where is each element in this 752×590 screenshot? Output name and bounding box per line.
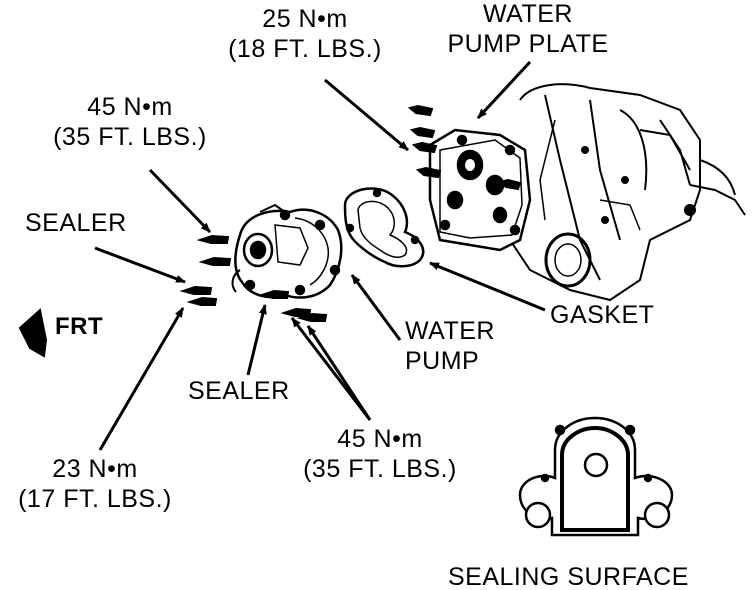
label-frt: FRT	[55, 313, 104, 340]
label-sealer-lower: SEALER	[188, 377, 290, 405]
label-torque-upper-left-nm: 45 N•m	[87, 93, 173, 121]
water-pump-plate	[428, 128, 532, 252]
label-torque-lower-mid-nm: 45 N•m	[337, 425, 423, 453]
water-pump	[231, 203, 343, 299]
label-torque-lower-mid: 45 N•m (35 FT. LBS.)	[280, 424, 480, 484]
arrow-torque-top	[324, 78, 409, 152]
arrow-torque-lower-left	[98, 307, 185, 451]
sealing-surface-cover	[518, 416, 674, 537]
arrow-sealer-lower	[246, 304, 267, 376]
label-torque-top-nm: 25 N•m	[262, 5, 348, 33]
label-water-pump-plate: WATER PUMP PLATE	[408, 0, 648, 59]
arrow-torque-lower-mid-b	[306, 325, 372, 421]
arrow-water-pump-plate	[476, 60, 532, 120]
plate-bolts	[407, 104, 522, 191]
pump-bolts	[179, 234, 328, 322]
label-torque-upper-left: 45 N•m (35 FT. LBS.)	[30, 92, 230, 152]
label-water-pump-plate-line1: WATER	[483, 0, 573, 28]
label-gasket: GASKET	[550, 301, 655, 329]
label-water-pump: WATER PUMP	[405, 316, 495, 376]
gasket	[343, 187, 425, 268]
leader-arrows	[94, 60, 546, 451]
arrow-torque-upper-left	[148, 168, 212, 234]
label-torque-top-ftlbs: (18 FT. LBS.)	[228, 35, 382, 63]
label-water-pump-line2: PUMP	[405, 347, 480, 375]
arrow-gasket	[429, 261, 546, 312]
label-torque-top: 25 N•m (18 FT. LBS.)	[205, 4, 405, 64]
label-water-pump-line1: WATER	[405, 317, 495, 345]
label-torque-lower-mid-ftlbs: (35 FT. LBS.)	[303, 455, 457, 483]
label-torque-lower-left: 23 N•m (17 FT. LBS.)	[0, 454, 195, 514]
label-torque-upper-left-ftlbs: (35 FT. LBS.)	[53, 123, 207, 151]
label-sealing-surface: SEALING SURFACE	[448, 563, 689, 590]
label-torque-lower-left-nm: 23 N•m	[52, 455, 138, 483]
engine-block	[509, 83, 746, 302]
label-sealer-upper: SEALER	[25, 209, 127, 237]
arrow-sealer-upper	[94, 246, 186, 284]
label-water-pump-plate-line2: PUMP PLATE	[447, 30, 609, 58]
label-torque-lower-left-ftlbs: (17 FT. LBS.)	[18, 485, 172, 513]
arrow-water-pump	[350, 274, 402, 341]
frt-arrow-icon	[18, 308, 48, 358]
